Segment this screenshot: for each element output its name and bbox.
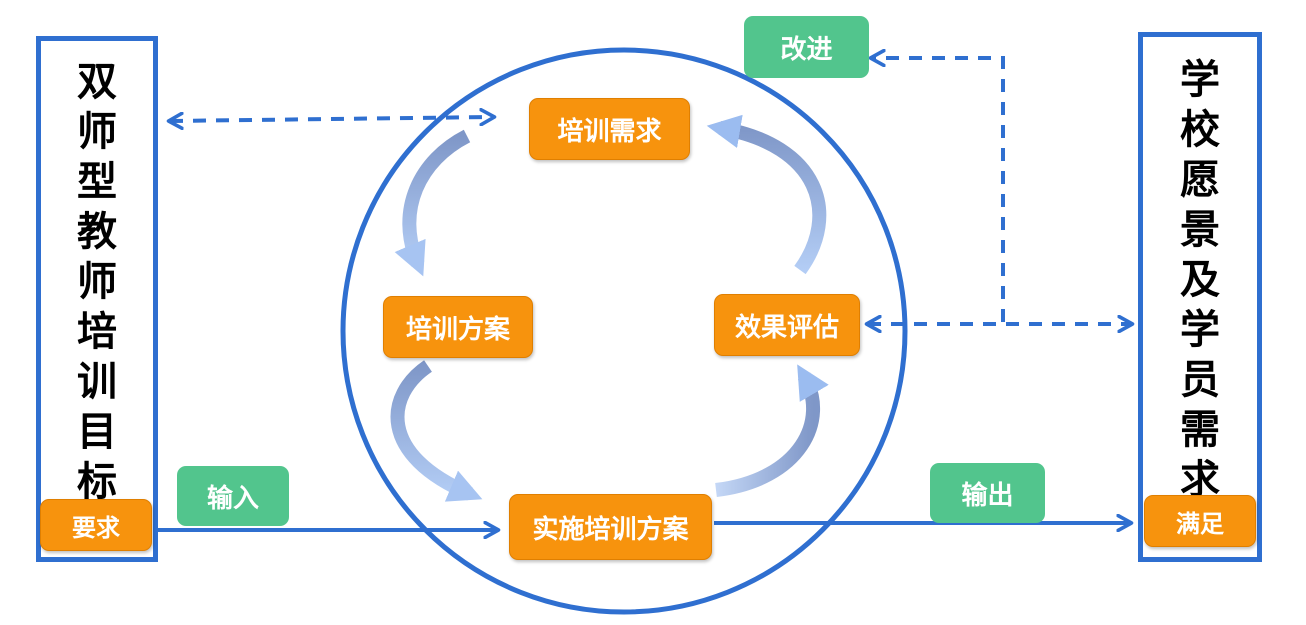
improve-label: 改进 <box>744 16 869 78</box>
requirement-box: 要求 <box>40 499 152 551</box>
training-need-box: 培训需求 <box>529 98 690 160</box>
left-panel-teacher-training-goal: 双 师 型 教 师 培 训 目 标 <box>36 36 158 562</box>
satisfy-box: 满足 <box>1144 495 1256 547</box>
left-char: 标 <box>77 459 117 505</box>
cycle-arrow-implement-to-eval <box>715 364 829 497</box>
output-label: 输出 <box>930 463 1045 523</box>
left-char: 型 <box>77 159 117 205</box>
right-panel-school-vision: 学 校 愿 景 及 学 员 需 求 <box>1138 32 1262 562</box>
right-char: 员 <box>1180 357 1220 403</box>
right-char: 学 <box>1180 57 1220 103</box>
training-plan-box: 培训方案 <box>383 296 533 358</box>
input-label: 输入 <box>177 466 289 526</box>
left-char: 培 <box>77 309 117 355</box>
left-char: 双 <box>77 59 117 105</box>
left-char: 师 <box>77 109 117 155</box>
dashed-link-improve <box>872 58 1005 322</box>
left-char: 师 <box>77 259 117 305</box>
left-panel-vertical-title: 双 师 型 教 师 培 训 目 标 <box>41 57 153 507</box>
right-char: 校 <box>1180 107 1220 153</box>
left-char: 教 <box>77 209 117 255</box>
cycle-arrow-plan-to-implement <box>390 360 483 502</box>
right-panel-vertical-title: 学 校 愿 景 及 学 员 需 求 <box>1143 55 1257 505</box>
left-char: 目 <box>77 409 117 455</box>
right-char: 学 <box>1180 307 1220 353</box>
left-char: 训 <box>77 359 117 405</box>
cycle-arrow-eval-to-need <box>706 114 827 275</box>
right-char: 景 <box>1180 207 1220 253</box>
right-char: 需 <box>1180 407 1220 453</box>
right-char: 及 <box>1180 257 1220 303</box>
right-char: 愿 <box>1180 157 1220 203</box>
effect-evaluation-box: 效果评估 <box>714 294 860 356</box>
implement-plan-box: 实施培训方案 <box>509 494 712 560</box>
dashed-link-left-need <box>170 117 493 121</box>
cycle-arrow-need-to-plan <box>394 129 471 277</box>
